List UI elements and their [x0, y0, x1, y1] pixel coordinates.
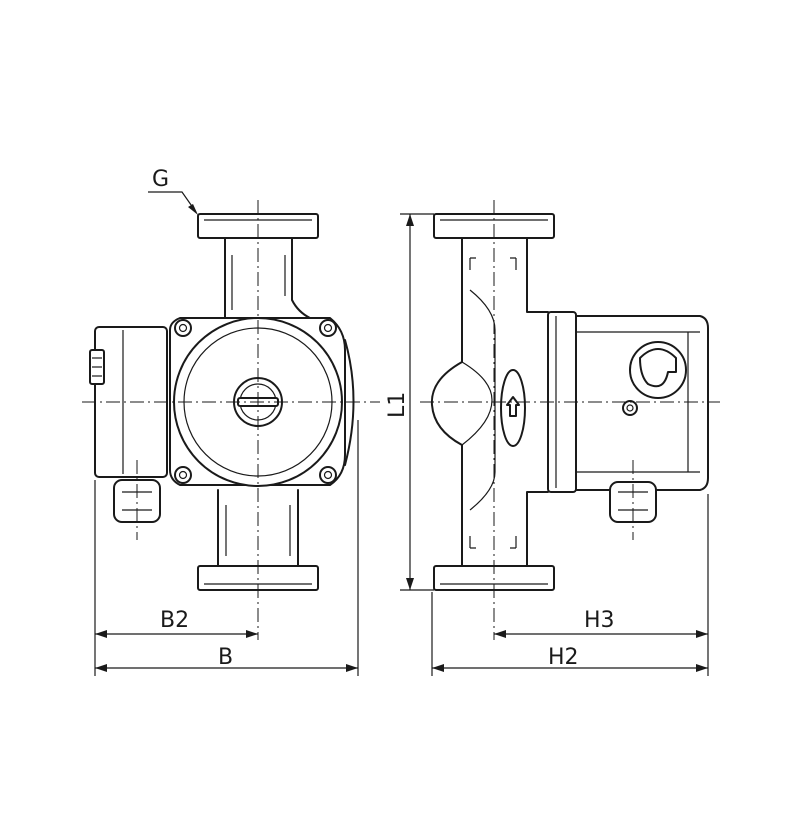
- label-h2: H2: [548, 645, 579, 670]
- front-top-neck: [224, 237, 311, 319]
- flow-direction-oval: [500, 369, 526, 447]
- bolt-icon: [319, 319, 337, 337]
- bolt-icon: [319, 466, 337, 484]
- bolt-icon: [174, 466, 192, 484]
- side-view: [430, 213, 709, 591]
- label-l1: L1: [385, 392, 410, 418]
- flow-arrow-icon: [506, 396, 520, 417]
- side-body-right: [526, 237, 549, 567]
- dimensions: G B2 B H3 H2 L1: [94, 167, 709, 676]
- front-bottom-neck: [217, 489, 299, 567]
- label-b: B: [218, 645, 233, 670]
- label-h3: H3: [584, 608, 615, 633]
- indicator-light-icon: [622, 400, 638, 416]
- speed-knob-icon: [629, 341, 687, 399]
- side-body-left: [430, 237, 463, 567]
- label-g: G: [152, 167, 169, 192]
- bolt-icon: [174, 319, 192, 337]
- center-lines: [82, 200, 720, 640]
- label-b2: B2: [160, 608, 189, 633]
